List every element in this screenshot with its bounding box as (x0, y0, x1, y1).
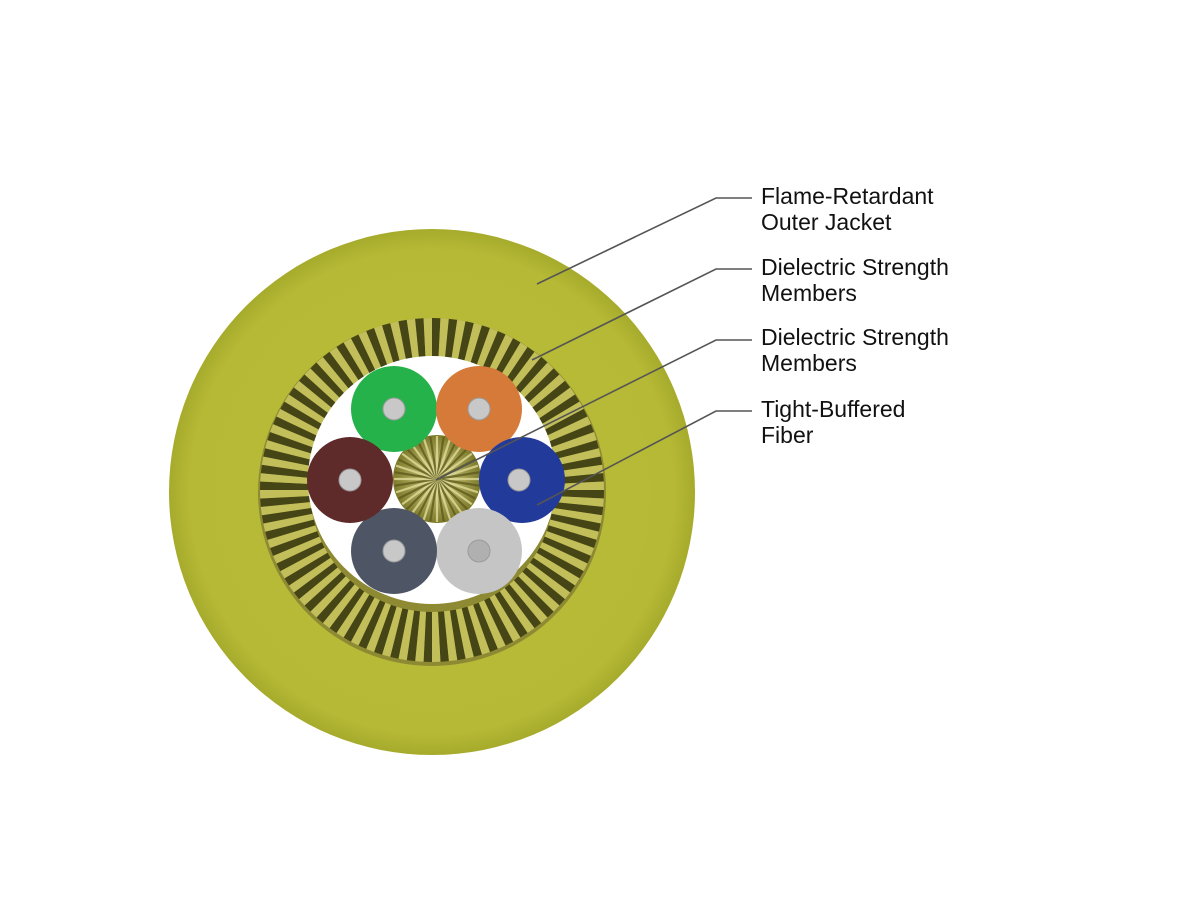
callout-line: Flame-Retardant (761, 183, 934, 209)
callout-line: Tight-Buffered (761, 396, 906, 422)
fiber-orange (436, 366, 522, 452)
callout-line: Dielectric Strength (761, 324, 949, 350)
fiber-white (436, 508, 522, 594)
leader-line-jacket (536, 197, 752, 285)
fiber-brown (307, 437, 393, 523)
callout-strength-members-central: Dielectric Strength Members (761, 324, 949, 376)
fiber-green (351, 366, 437, 452)
fiber-slate (351, 508, 437, 594)
leader-lines (435, 197, 752, 506)
callout-line: Members (761, 280, 857, 306)
callout-strength-members-outer: Dielectric Strength Members (761, 254, 949, 306)
callout-tight-buffered-fiber: Tight-Buffered Fiber (761, 396, 905, 448)
callout-line: Members (761, 350, 857, 376)
callout-outer-jacket: Flame-Retardant Outer Jacket (761, 183, 934, 235)
leader-line-fiber (536, 410, 752, 506)
tight-buffered-fibers (307, 366, 565, 594)
leader-line-strength-2 (435, 339, 752, 481)
callout-line: Fiber (761, 422, 814, 448)
leader-line-strength-1 (531, 268, 752, 361)
callout-line: Dielectric Strength (761, 254, 949, 280)
callout-line: Outer Jacket (761, 209, 892, 235)
